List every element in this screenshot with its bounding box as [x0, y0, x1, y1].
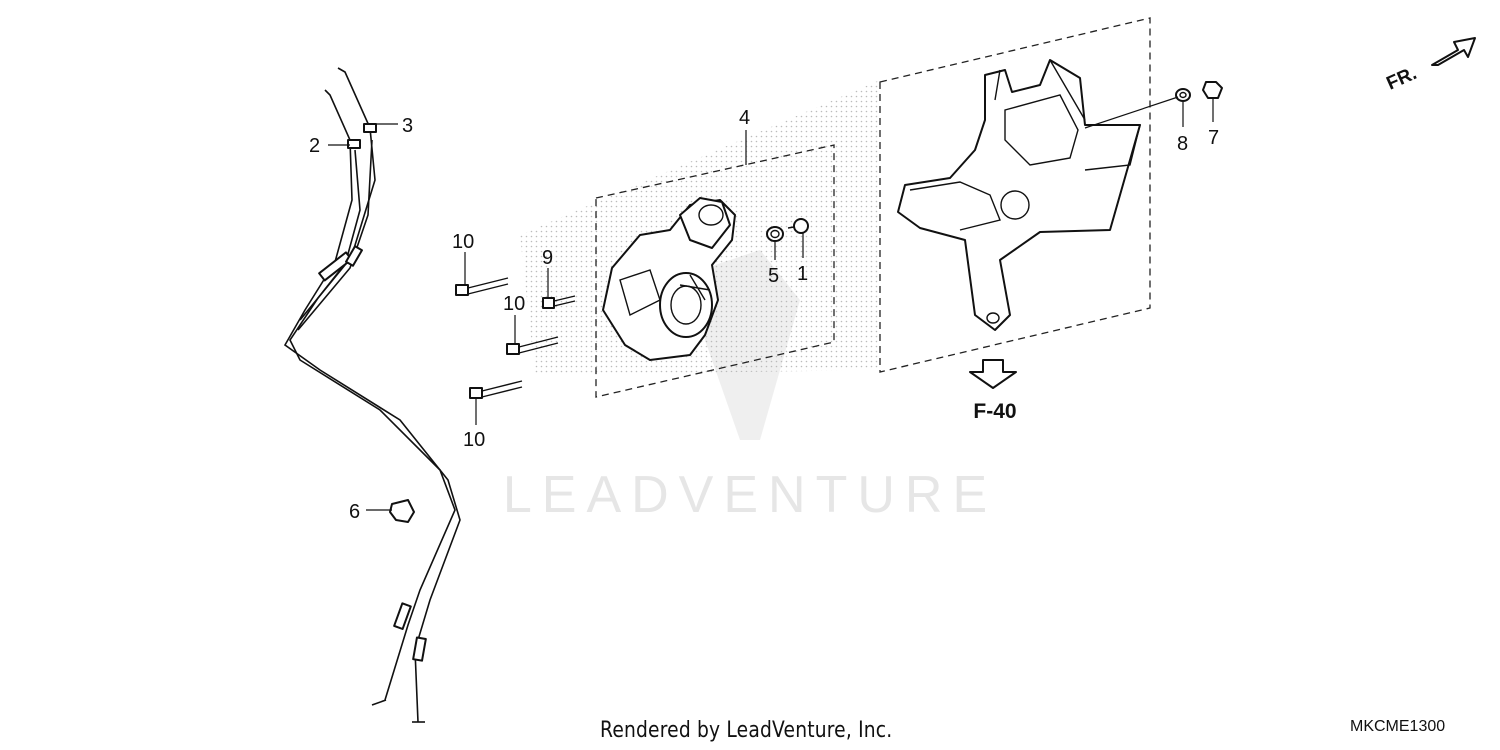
- callout-8: 8: [1177, 133, 1188, 155]
- front-arrow-icon: [1431, 37, 1476, 66]
- throttle-cables: [283, 67, 461, 723]
- callout-numbers: 1 2 3 4 5 6 7 8 9 10 10 10: [309, 107, 1219, 523]
- throttle-body: [602, 197, 736, 361]
- throttle-body-box: [595, 144, 835, 398]
- callout-4: 4: [739, 107, 750, 129]
- front-direction-indicator: FR.: [1383, 37, 1476, 95]
- bolt-10-top: [455, 277, 509, 296]
- bracket-assembly: [897, 59, 1141, 331]
- callout-7: 7: [1208, 127, 1219, 149]
- washer-nut: [1084, 81, 1223, 129]
- watermark-text: LEADVENTURE: [503, 466, 997, 524]
- callout-10-mid: 10: [503, 293, 525, 315]
- small-parts: [766, 218, 809, 242]
- bracket-box: [879, 17, 1151, 373]
- reference-arrow: F-40: [969, 359, 1017, 423]
- diagram-code: MKCME1300: [1350, 718, 1446, 735]
- callout-10-low: 10: [463, 429, 485, 451]
- callout-3: 3: [402, 115, 413, 137]
- callout-5: 5: [768, 265, 779, 287]
- callout-1: 1: [797, 263, 808, 285]
- bolt-10-low: [469, 380, 523, 399]
- callout-2: 2: [309, 135, 320, 157]
- reference-label: F-40: [973, 400, 1016, 423]
- footer-credit: Rendered by LeadVenture, Inc.: [600, 718, 893, 743]
- callout-10-top: 10: [452, 231, 474, 253]
- bolt-10-mid: [506, 336, 559, 355]
- clip-part: [389, 499, 415, 523]
- leader-lines: [328, 99, 1214, 511]
- callout-6: 6: [349, 501, 360, 523]
- front-label: FR.: [1383, 63, 1420, 95]
- callout-9: 9: [542, 247, 553, 269]
